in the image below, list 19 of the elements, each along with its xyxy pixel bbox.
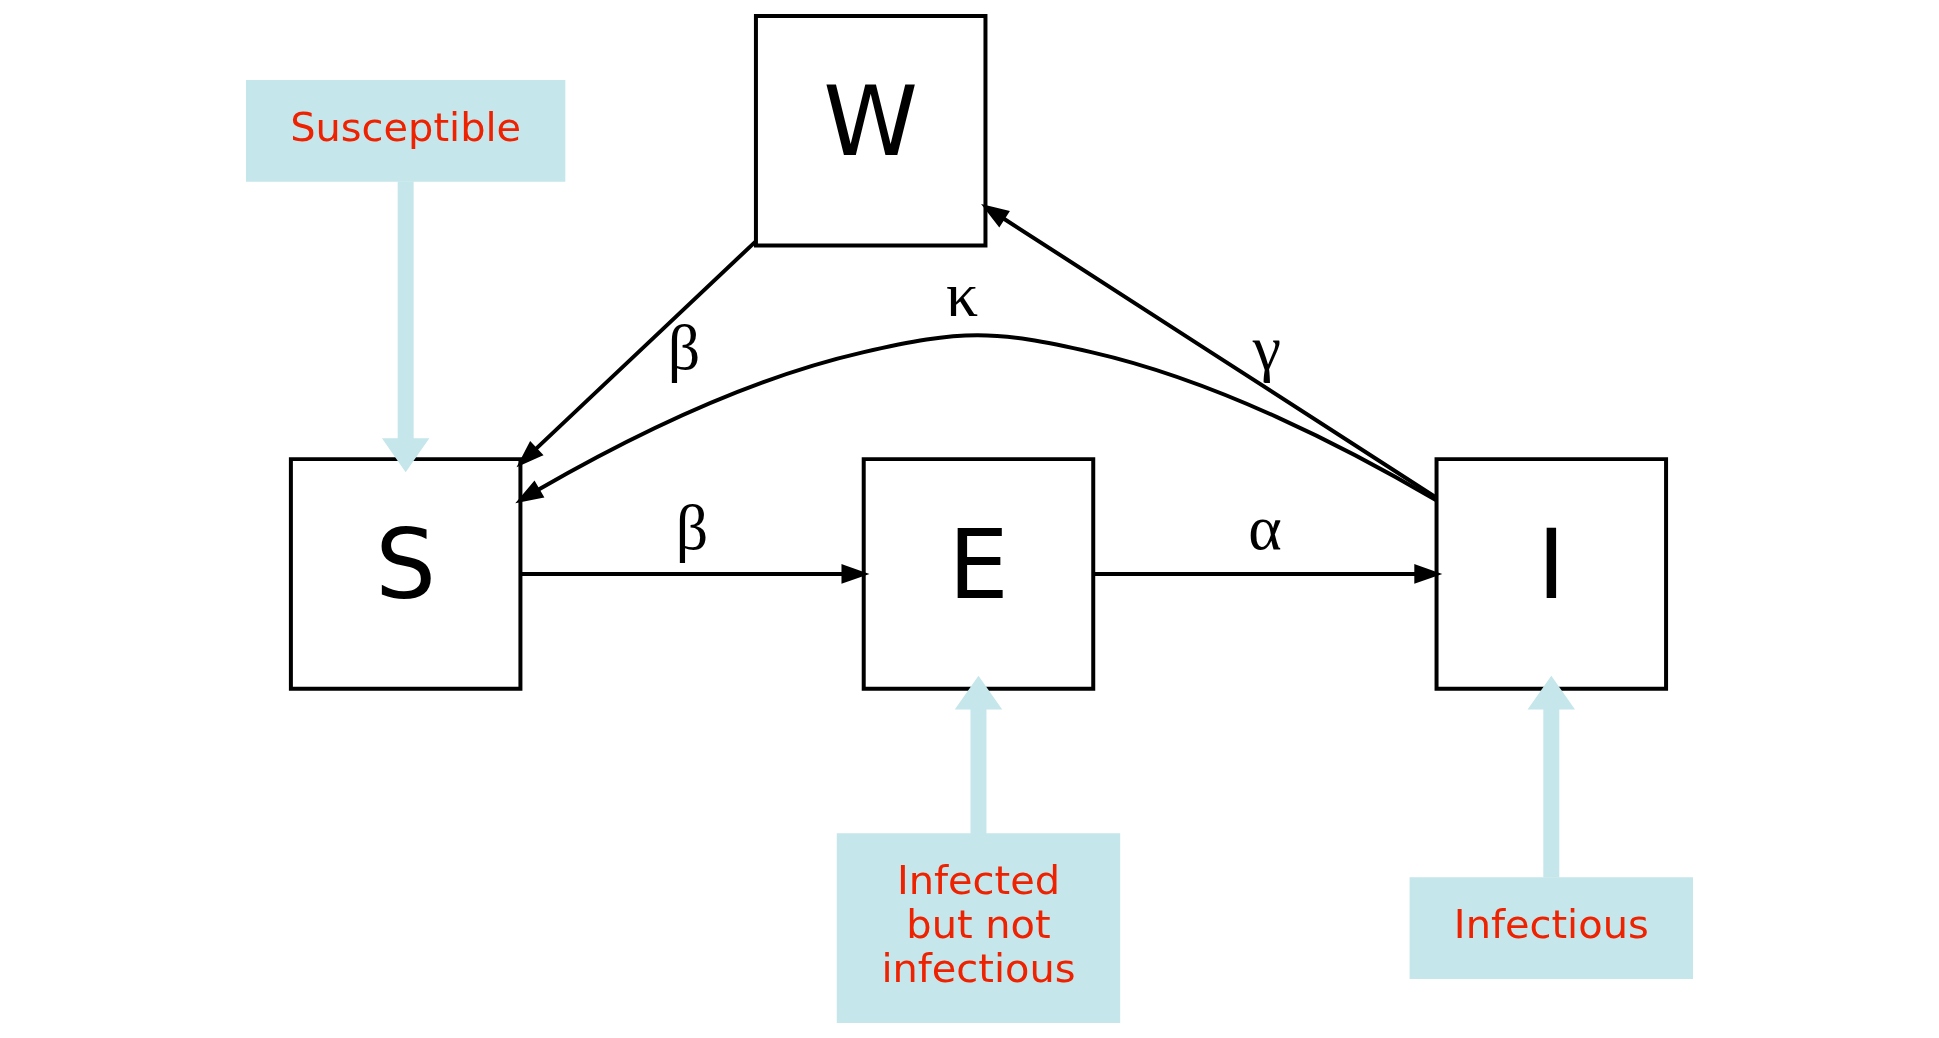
node-box: Susceptible: [246, 79, 566, 182]
arrow: [981, 204, 1438, 500]
node-box: W: [753, 14, 988, 248]
node-box: S: [288, 457, 523, 691]
node-box: E: [861, 457, 1096, 691]
edge-label: β: [675, 492, 709, 564]
edge-label: γ: [1252, 311, 1282, 383]
arrow: [520, 564, 870, 584]
arrow: [1527, 675, 1576, 878]
arrow: [954, 675, 1003, 834]
edge-label: κ: [945, 259, 979, 331]
edge-label: β: [667, 311, 701, 383]
edge-label: α: [1248, 492, 1282, 564]
arrow: [1093, 564, 1443, 584]
node-box: I: [1434, 457, 1669, 691]
arrow: [381, 181, 430, 473]
node-box: Infected but not infectious: [836, 833, 1121, 1023]
node-box: Infectious: [1409, 877, 1693, 980]
arrow: [515, 333, 1437, 504]
